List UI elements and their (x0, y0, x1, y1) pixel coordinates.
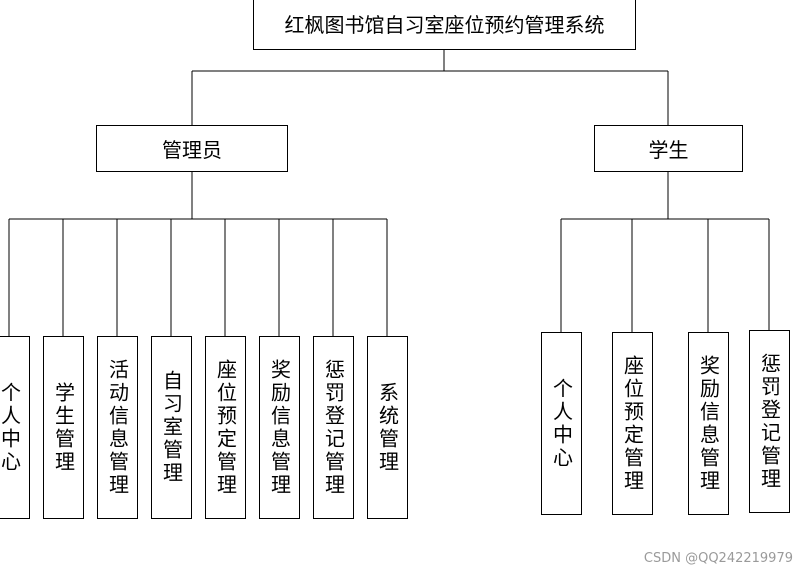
module-label: 奖励信息管理 (696, 354, 721, 493)
student-module-penalty-registration-management: 惩罚登记管理 (749, 330, 790, 513)
module-label: 惩罚登记管理 (321, 358, 346, 497)
role-label-admin: 管理员 (162, 138, 222, 162)
module-label: 学生管理 (51, 381, 76, 474)
admin-module-study-room-management: 自习室管理 (151, 336, 192, 519)
role-label-student: 学生 (648, 138, 689, 162)
watermark: CSDN @QQ242219979 (643, 551, 793, 566)
admin-module-student-management: 学生管理 (43, 336, 84, 519)
module-label: 奖励信息管理 (267, 358, 292, 497)
role-box-admin: 管理员 (96, 125, 288, 172)
module-label: 个人中心 (549, 377, 574, 470)
student-module-seat-booking-management: 座位预定管理 (612, 332, 653, 515)
student-module-reward-info-management: 奖励信息管理 (688, 332, 729, 515)
system-title-box: 红枫图书馆自习室座位预约管理系统 (253, 0, 636, 50)
admin-module-personal-center: 个人中心 (0, 336, 30, 519)
module-label: 座位预定管理 (620, 354, 645, 493)
admin-module-penalty-registration-management: 惩罚登记管理 (313, 336, 354, 519)
module-label: 座位预定管理 (213, 358, 238, 497)
module-label: 个人中心 (0, 381, 22, 474)
role-box-student: 学生 (594, 125, 743, 172)
admin-module-activity-info-management: 活动信息管理 (97, 336, 138, 519)
admin-module-seat-booking-management: 座位预定管理 (205, 336, 246, 519)
admin-module-system-management: 系统管理 (367, 336, 408, 519)
module-label: 自习室管理 (159, 370, 184, 485)
system-title: 红枫图书馆自习室座位预约管理系统 (284, 13, 605, 37)
admin-module-reward-info-management: 奖励信息管理 (259, 336, 300, 519)
module-label: 系统管理 (375, 381, 400, 474)
module-label: 惩罚登记管理 (757, 352, 782, 491)
module-label: 活动信息管理 (105, 358, 130, 497)
student-module-personal-center: 个人中心 (541, 332, 582, 515)
